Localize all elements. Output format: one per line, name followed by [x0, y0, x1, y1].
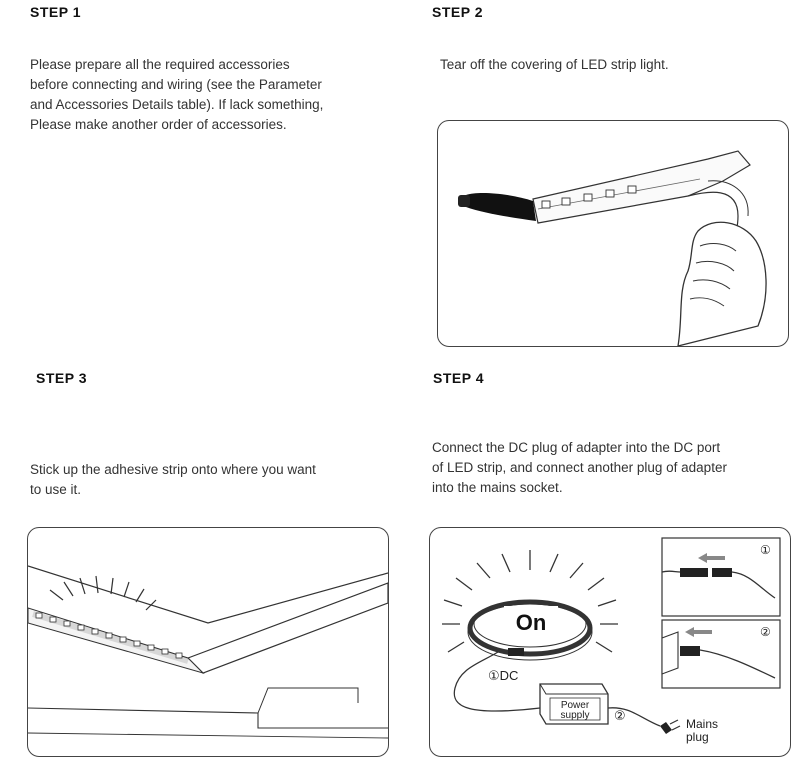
on-label: On: [516, 610, 547, 635]
dc-label: ①DC: [488, 668, 518, 683]
step-3-illustration: [27, 527, 389, 757]
mains-label-line-2: plug: [686, 730, 709, 744]
step-number-2: ②: [614, 708, 626, 723]
tear-strip-drawing: [458, 150, 767, 346]
step-3-text: Stick up the adhesive strip onto where y…: [30, 462, 316, 497]
power-supply-label-line-1: Power: [561, 700, 590, 711]
mains-label-line-1: Mains: [686, 717, 718, 731]
step-2-text: Tear off the covering of LED strip light…: [440, 57, 669, 72]
step-4-title: STEP 4: [433, 370, 484, 386]
glow-rays: [442, 550, 618, 653]
power-supply-label-line-2: supply: [561, 710, 590, 721]
step-1-text: Please prepare all the required accessor…: [30, 57, 324, 132]
step-1-title: STEP 1: [30, 4, 81, 20]
stick-strip-drawing: [28, 565, 388, 739]
step-4-illustration: On ①DC Power supply ② Mains plug ① ②: [429, 527, 791, 757]
step-2-title: STEP 2: [432, 4, 483, 20]
inset-1-number: ①: [760, 543, 771, 557]
inset-2-number: ②: [760, 625, 771, 639]
step-3-title: STEP 3: [36, 370, 87, 386]
step-2-illustration: [437, 120, 789, 347]
connection-diagram: On ①DC Power supply ② Mains plug ① ②: [442, 537, 781, 744]
mains-plug-icon: [660, 722, 672, 734]
step-4-text: Connect the DC plug of adapter into the …: [432, 440, 727, 495]
